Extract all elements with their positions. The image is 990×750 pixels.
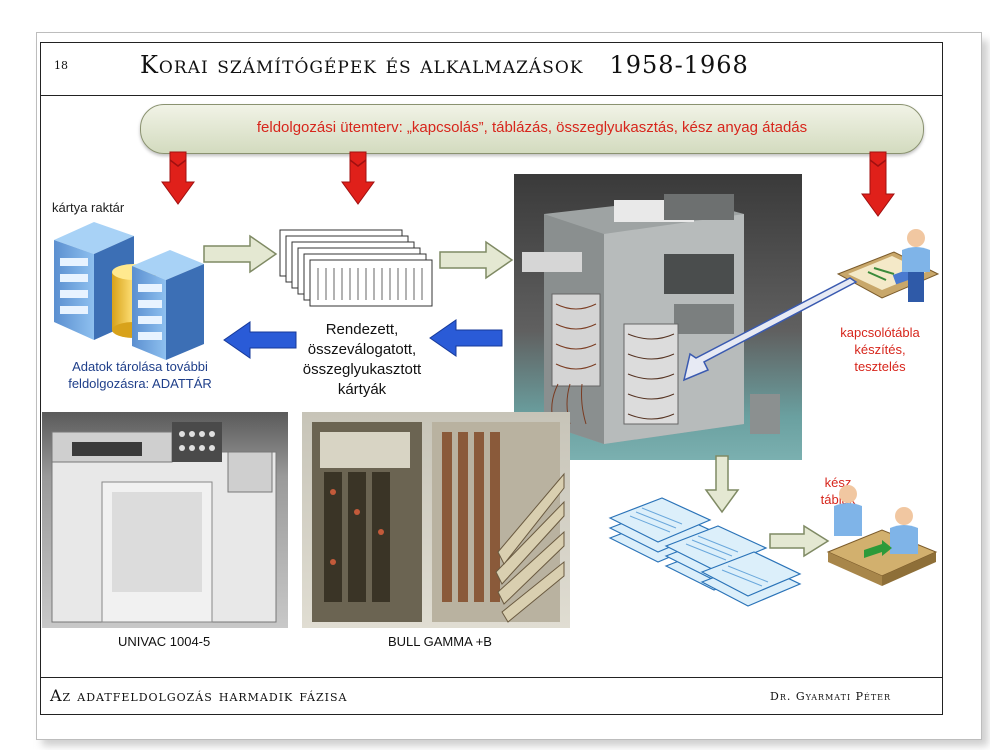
top-border: [40, 42, 943, 43]
cards-line3: összeglyukasztott: [302, 361, 422, 378]
printed-tables-icon: [608, 497, 802, 607]
handover-people-icon: [826, 485, 938, 586]
red-arrow-2: [341, 151, 375, 205]
red-arrow-1: [161, 151, 195, 205]
bottom-border: [40, 714, 943, 715]
data-storage-line1: Adatok tárolása további: [72, 359, 208, 374]
univac-caption: UNIVAC 1004-5: [118, 634, 211, 649]
schedule-banner: feldolgozási ütemterv: „kapcsolás”, tábl…: [140, 104, 924, 154]
red-arrow-3: [861, 151, 895, 217]
card-storage-label: kártya raktár: [52, 200, 125, 215]
cards-line1: Rendezett,: [325, 321, 399, 338]
schedule-banner-text: feldolgozási ütemterv: „kapcsolás”, tábl…: [256, 119, 808, 136]
punched-card-stack: [279, 229, 433, 307]
footer-author: Dr. Gyarmati Péter: [770, 690, 892, 703]
gray-arrow-tables-to-recipient: [769, 524, 830, 558]
footer-divider: [40, 677, 943, 678]
univac-photo: [42, 412, 288, 628]
data-storage-line2: feldolgozásra: ADATTÁR: [68, 376, 212, 391]
gray-arrow-cards-to-machine: [439, 240, 514, 280]
right-border: [942, 42, 943, 715]
footer-subtitle: Az adatfeldolgozás harmadik fázisa: [50, 686, 348, 705]
plugboard-label: kapcsolótábla készítés, tesztelés: [818, 324, 942, 375]
plugboard-desk-person-icon: [836, 229, 940, 302]
blue-arrow-machine-to-cards: [429, 319, 503, 357]
server-storage-icon: [54, 222, 204, 360]
plugboard-line3: tesztelés: [854, 359, 906, 374]
plugboard-line1: kapcsolótábla: [840, 325, 920, 340]
title-text: Korai számítógépek és alkalmazások: [140, 51, 584, 79]
header-divider: [40, 95, 943, 96]
sorted-cards-label: Rendezett, összeválogatott, összeglyukas…: [282, 320, 442, 400]
title-years: 1958-1968: [609, 51, 749, 79]
gray-arrow-storage-to-cards: [203, 234, 278, 274]
bull-caption: BULL GAMMA +B: [388, 634, 492, 649]
data-storage-label: Adatok tárolása további feldolgozásra: A…: [52, 358, 228, 392]
diagonal-arrow-plugboard-to-machine: [682, 277, 858, 382]
page-title: Korai számítógépek és alkalmazások 1958-1…: [140, 51, 749, 79]
cards-line4: kártyák: [337, 381, 387, 398]
blue-arrow-to-storage: [223, 321, 297, 359]
gray-arrow-down-to-tables: [704, 455, 740, 514]
cards-line2: összeválogatott,: [307, 341, 417, 358]
slide-number: 18: [54, 59, 68, 72]
plugboard-line2: készítés,: [854, 342, 906, 357]
bull-gamma-photo: [302, 412, 570, 628]
left-border: [40, 42, 41, 715]
